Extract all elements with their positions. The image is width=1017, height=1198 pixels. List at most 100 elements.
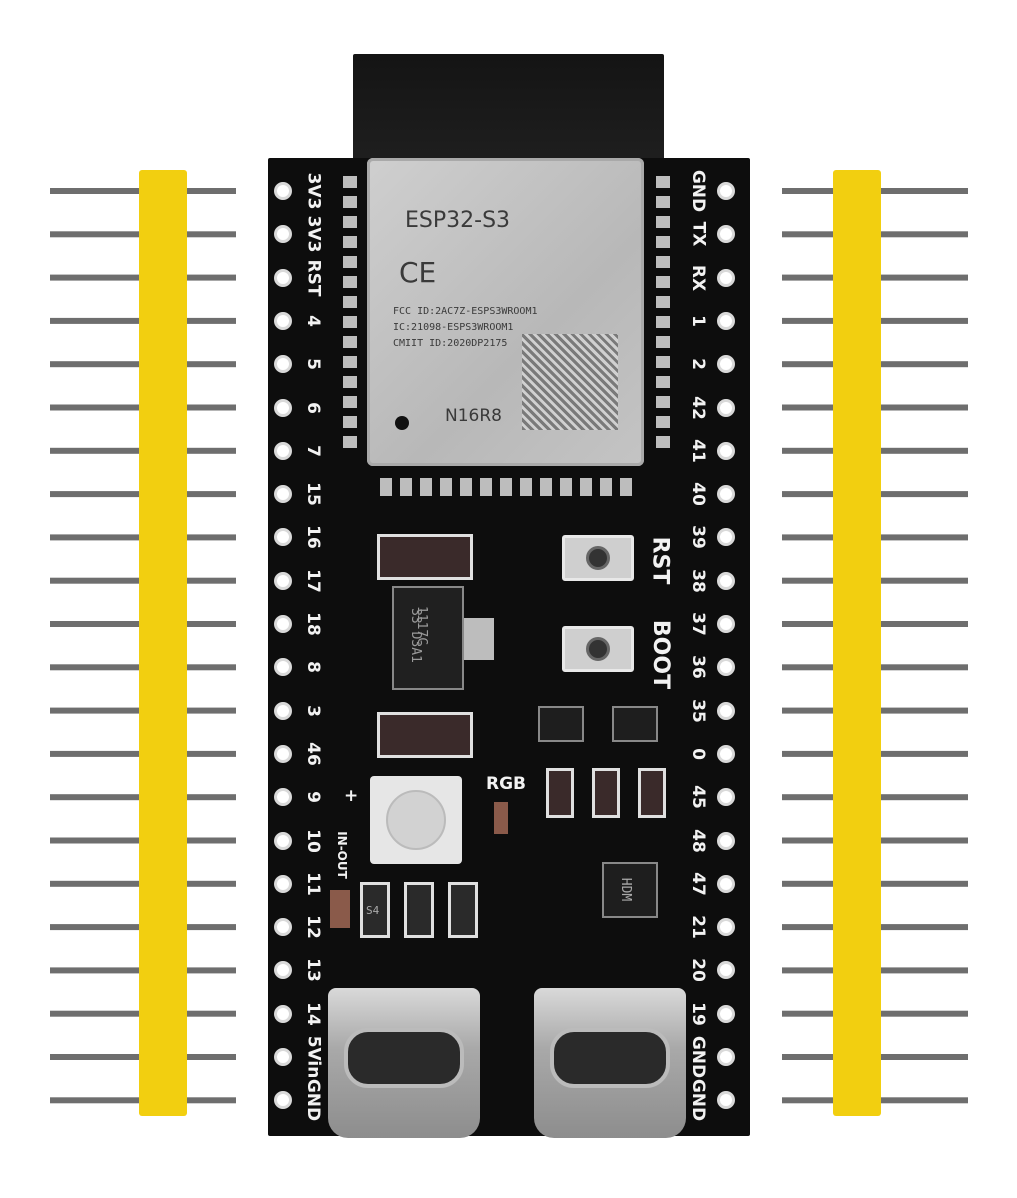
usb-c-port-right[interactable] <box>534 988 686 1138</box>
right-pin-label: 39 <box>687 525 708 550</box>
right-pin-label: 1 <box>688 314 708 327</box>
left-pin-label: 8 <box>303 661 323 674</box>
right-pin-hole <box>717 1091 735 1110</box>
rst-button[interactable] <box>562 535 634 581</box>
left-pin-label: 6 <box>303 401 323 414</box>
right-pin-hole <box>717 1048 735 1066</box>
module-pad-right <box>656 176 670 188</box>
module-pad-right <box>656 316 670 328</box>
left-pin-label: 17 <box>302 568 323 593</box>
transistor-1 <box>538 706 584 742</box>
right-pin-hole <box>717 658 735 677</box>
module-pad-left <box>343 376 357 388</box>
right-pin-hole <box>717 961 735 980</box>
module-pad-bottom <box>420 478 432 496</box>
right-pin-label: TX <box>687 221 708 247</box>
left-pin-label: GND <box>302 1079 323 1122</box>
module-pad-left <box>343 296 357 308</box>
module-pad-right <box>656 356 670 368</box>
left-pin-hole <box>274 485 292 504</box>
module-pad-right <box>656 216 670 228</box>
rst-button-cap <box>586 546 610 570</box>
regulator-tab <box>464 618 494 660</box>
rgb-led <box>370 776 462 864</box>
module-model: ESP32-S3 <box>405 208 511 233</box>
left-pin-hole <box>274 182 292 200</box>
right-pin-hole <box>717 918 735 937</box>
right-pin-label: GND <box>687 1035 708 1079</box>
left-pin-label: 15 <box>302 482 323 506</box>
right-pin-hole <box>717 701 735 720</box>
boot-label: BOOT <box>648 619 674 690</box>
left-pin-hole <box>274 788 292 807</box>
qr-code <box>522 334 618 430</box>
module-pad-bottom <box>540 478 552 496</box>
boot-button-cap <box>586 637 610 661</box>
right-pin-hole <box>717 528 735 547</box>
resistor-1 <box>546 768 574 818</box>
in-out-label: IN-OUT <box>334 831 349 879</box>
left-pin-label: 3 <box>303 704 323 717</box>
module-pad-bottom <box>440 478 452 496</box>
capacitor-bottom <box>377 712 473 758</box>
module-pad-left <box>343 316 357 328</box>
boot-button[interactable] <box>562 626 634 672</box>
usb-c-port-left[interactable] <box>328 988 480 1138</box>
left-pin-label: 7 <box>303 444 323 457</box>
diode-1 <box>360 882 390 938</box>
left-pin-label: 3V3 <box>302 215 323 253</box>
module-pad-bottom <box>460 478 472 496</box>
module-pad-left <box>343 416 357 428</box>
left-header-strip <box>139 170 187 1116</box>
ic-id: IC:21098-ESPS3WROOM1 <box>393 322 514 333</box>
voltage-regulator: 1117C 33 D3A1 <box>392 586 464 690</box>
module-pad-right <box>656 196 670 208</box>
right-pin-label: 42 <box>687 395 708 420</box>
right-pin-label: 41 <box>687 438 708 463</box>
usb-c-right-opening <box>550 1028 670 1088</box>
capacitor-top <box>377 534 473 580</box>
right-header-strip <box>833 170 881 1116</box>
cmiit-id: CMIIT ID:2020DP2175 <box>393 338 508 349</box>
module-pad-bottom <box>400 478 412 496</box>
right-pin-hole <box>717 874 735 893</box>
rgb-led-lens <box>386 790 446 850</box>
right-pin-label: 48 <box>687 828 708 853</box>
ce-mark: CE <box>399 256 437 289</box>
left-pin-hole <box>274 831 292 850</box>
module-pad-left <box>343 396 357 408</box>
chip-marking: HDM <box>618 877 634 902</box>
right-pin-hole <box>717 831 735 850</box>
fcc-id: FCC ID:2AC7Z-ESPS3WROOM1 <box>393 306 538 317</box>
left-pin-label: 5Vin <box>303 1035 323 1079</box>
left-pin-label: 18 <box>302 612 323 636</box>
module-pad-left <box>343 276 357 288</box>
right-pin-label: 36 <box>687 655 708 680</box>
left-pin-hole <box>274 268 292 287</box>
module-variant: N16R8 <box>445 406 502 426</box>
module-pad-bottom <box>500 478 512 496</box>
right-pin-hole <box>717 571 735 590</box>
right-pin-hole <box>717 398 735 417</box>
left-pin-hole <box>274 1048 292 1066</box>
module-pad-left <box>343 236 357 248</box>
left-pin-label: 46 <box>302 742 323 766</box>
right-pin-hole <box>717 268 735 287</box>
right-pin-hole <box>717 182 735 200</box>
right-pin-label: 19 <box>687 1001 708 1026</box>
module-pad-right <box>656 276 670 288</box>
antenna-area <box>353 54 664 166</box>
right-pin-label: 35 <box>687 698 708 723</box>
left-pin-label: 13 <box>302 958 323 983</box>
diode-2 <box>404 882 434 938</box>
resistor-2 <box>592 768 620 818</box>
module-pad-bottom <box>480 478 492 496</box>
left-pin-label: 5 <box>303 358 323 371</box>
right-pin-label: 47 <box>687 871 708 896</box>
left-pin-label: 12 <box>302 915 323 939</box>
transistor-2 <box>612 706 658 742</box>
left-pin-hole <box>274 615 292 633</box>
module-pad-right <box>656 296 670 308</box>
esp32-module: ESP32-S3 CE FCC ID:2AC7Z-ESPS3WROOM1 IC:… <box>367 158 644 466</box>
